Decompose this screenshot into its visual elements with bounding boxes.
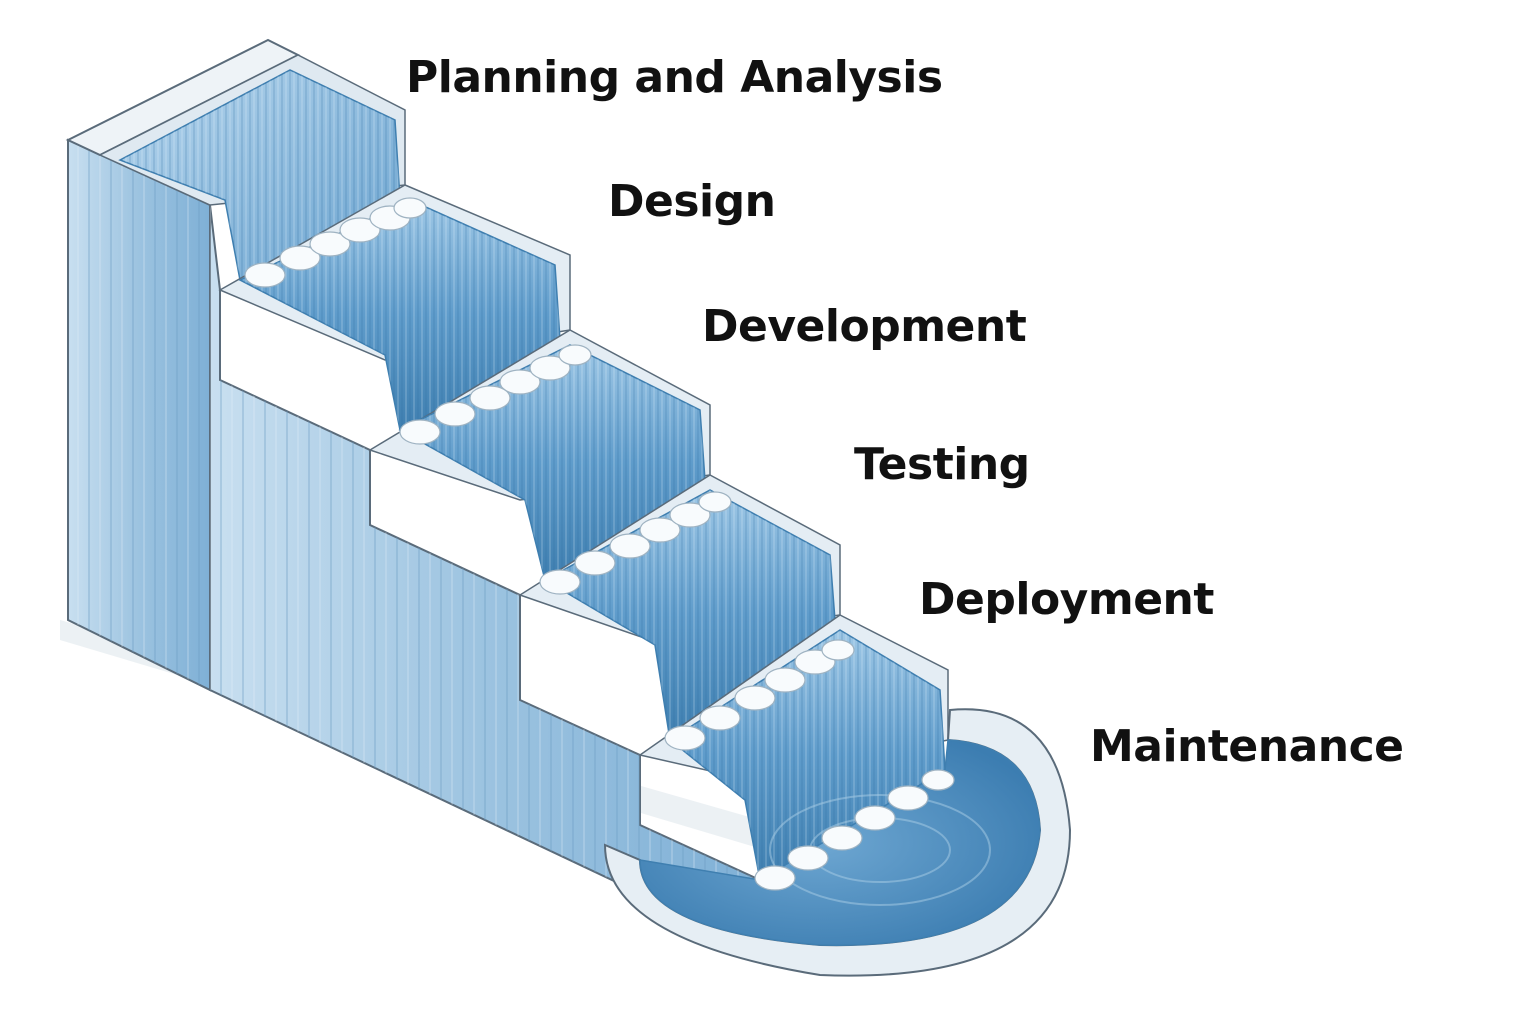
foam-5 bbox=[754, 769, 955, 891]
stage-label-maintenance: Maintenance bbox=[1090, 721, 1404, 772]
stage-label-design: Design bbox=[608, 176, 776, 227]
stage-label-planning: Planning and Analysis bbox=[406, 52, 943, 103]
foam-2 bbox=[399, 344, 592, 445]
foam-1 bbox=[244, 197, 427, 288]
stage-label-development: Development bbox=[702, 301, 1027, 352]
stage-label-deployment: Deployment bbox=[919, 574, 1214, 625]
stage-label-testing: Testing bbox=[854, 439, 1030, 490]
step-5-block bbox=[638, 614, 949, 882]
foam-4 bbox=[664, 639, 855, 751]
side-wall bbox=[67, 138, 761, 952]
foam-3 bbox=[539, 491, 732, 595]
